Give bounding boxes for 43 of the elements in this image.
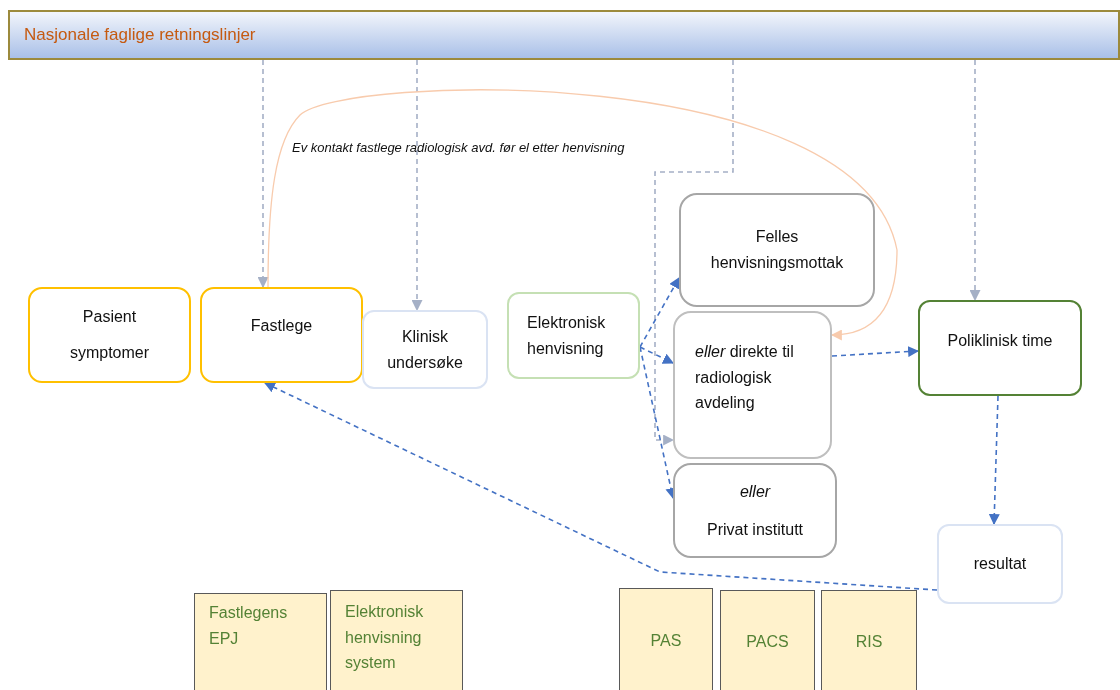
arrow: [988, 395, 1000, 526]
node-text: RIS: [855, 631, 883, 652]
process-box: [673, 311, 832, 459]
process-box: [200, 287, 363, 383]
node-text: Fastlegens EPJ: [209, 603, 289, 649]
node-text: Privat institutt: [707, 519, 803, 540]
header-title: Nasjonale faglige retningslinjer: [24, 24, 256, 47]
arrow: [257, 59, 269, 289]
system-box: [821, 590, 917, 690]
node-text: Poliklinisk time: [947, 331, 1053, 351]
system-box: [194, 593, 327, 690]
node-text: Elektronisk henvisning system: [345, 602, 425, 674]
arrow: [831, 346, 920, 358]
node-text: PAS: [650, 630, 682, 651]
system-box: [330, 590, 463, 690]
annotation-text: Ev kontakt fastlege radiologisk avd. før el etter henvisning: [292, 140, 625, 155]
node-text: eller: [739, 481, 771, 502]
arrow: [264, 382, 938, 591]
process-box: [362, 310, 488, 389]
arrow: [654, 59, 734, 446]
node-text: Felles henvisningsmottak: [709, 227, 845, 273]
node-text: Pasient: [82, 307, 137, 328]
process-box: [673, 463, 837, 558]
header-band: [8, 10, 1120, 60]
process-box: [679, 193, 875, 307]
system-box: [619, 588, 713, 690]
node-text: Klinisk undersøke: [386, 326, 464, 373]
arrow: [969, 59, 981, 302]
node-text: resultat: [973, 554, 1027, 575]
arrow: [411, 59, 423, 312]
arrow: [639, 346, 674, 364]
process-box: [918, 300, 1082, 396]
process-box: [507, 292, 640, 379]
arrow: [267, 89, 898, 340]
node-text: eller direkte til radiologisk avdeling: [695, 342, 795, 414]
system-box: [720, 590, 815, 690]
arrow: [639, 277, 680, 348]
node-text: Fastlege: [250, 316, 313, 336]
process-box: [937, 524, 1063, 604]
node-text: Elektronisk henvisning: [527, 312, 607, 359]
process-box: [28, 287, 191, 383]
node-text: PACS: [746, 631, 789, 652]
node-text: symptomer: [69, 343, 150, 363]
